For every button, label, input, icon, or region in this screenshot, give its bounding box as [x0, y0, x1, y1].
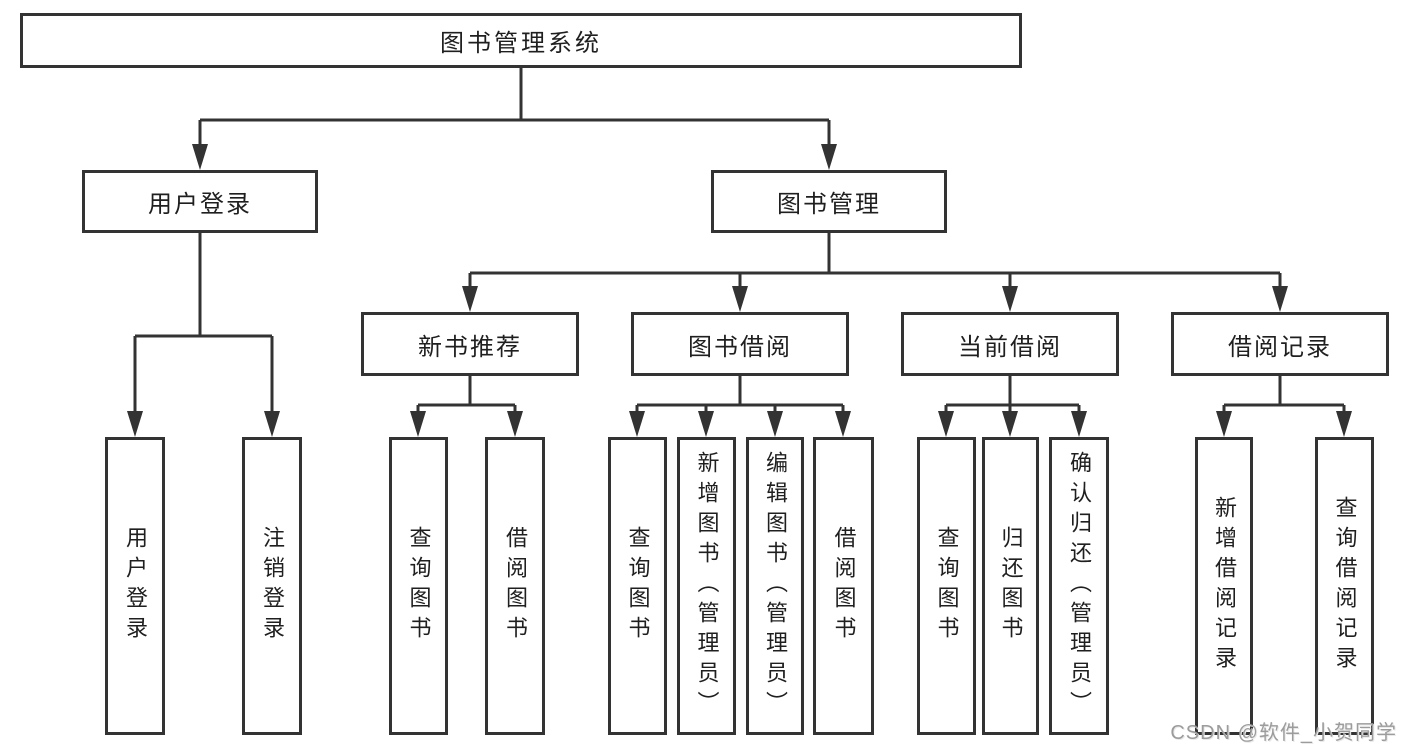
leaf-query-books-current-label: 查询图书 [934, 526, 960, 646]
leaf-query-borrow-record-label: 查询借阅记录 [1332, 496, 1358, 676]
leaf-query-books-current: 查询图书 [917, 437, 976, 735]
arrowhead-icon [938, 411, 954, 437]
leaf-add-borrow-record: 新增借阅记录 [1195, 437, 1253, 735]
leaf-borrow-books-label: 借阅图书 [831, 526, 857, 646]
arrowhead-icon [767, 411, 783, 437]
leaf-query-borrow-record: 查询借阅记录 [1315, 437, 1374, 735]
node-book-borrowing-label: 图书借阅 [688, 333, 792, 361]
connector-book-management-to-level3 [462, 233, 1288, 312]
arrowhead-icon [410, 411, 426, 437]
node-new-book-recommend: 新书推荐 [361, 312, 579, 376]
node-current-borrowing-label: 当前借阅 [958, 333, 1062, 361]
leaf-return-books-label: 归还图书 [998, 526, 1024, 646]
arrowhead-icon [1216, 411, 1232, 437]
leaf-edit-book-admin: 编辑图书（管理员） [746, 437, 804, 735]
node-user-login-label: 用户登录 [148, 191, 252, 218]
node-current-borrowing: 当前借阅 [901, 312, 1119, 376]
arrowhead-icon [1002, 286, 1018, 312]
arrowhead-icon [835, 411, 851, 437]
arrowhead-icon [732, 286, 748, 312]
leaf-query-books-borrow-label: 查询图书 [625, 526, 651, 646]
connector-root-to-level2 [192, 68, 837, 170]
node-book-management-label: 图书管理 [777, 191, 881, 218]
arrowhead-icon [507, 411, 523, 437]
arrowhead-icon [629, 411, 645, 437]
node-root: 图书管理系统 [20, 13, 1022, 68]
arrowhead-icon [821, 144, 837, 170]
arrowhead-icon [698, 411, 714, 437]
arrowhead-icon [1002, 411, 1018, 437]
leaf-borrow-books: 借阅图书 [813, 437, 874, 735]
leaf-confirm-return-admin-label: 确认归还（管理员） [1067, 451, 1092, 721]
node-book-management: 图书管理 [711, 170, 947, 233]
arrowhead-icon [1272, 286, 1288, 312]
arrowhead-icon [462, 286, 478, 312]
connector-borrow-records-to-leaves [1216, 376, 1352, 437]
arrowhead-icon [1071, 411, 1087, 437]
arrowhead-icon [192, 144, 208, 170]
leaf-add-borrow-record-label: 新增借阅记录 [1212, 496, 1237, 676]
connector-book-borrowing-to-leaves [629, 376, 851, 437]
node-borrow-records: 借阅记录 [1171, 312, 1389, 376]
leaf-return-books: 归还图书 [982, 437, 1039, 735]
watermark: CSDN @软件_小贺同学 [1170, 722, 1397, 744]
node-new-book-recommend-label: 新书推荐 [418, 333, 522, 361]
connector-new-book-to-leaves [410, 376, 523, 437]
leaf-add-book-admin-label: 新增图书（管理员） [694, 451, 720, 721]
leaf-add-book-admin: 新增图书（管理员） [677, 437, 736, 735]
node-borrow-records-label: 借阅记录 [1228, 333, 1332, 361]
node-root-label: 图书管理系统 [440, 30, 602, 57]
connector-user-login-to-leaves [127, 233, 280, 437]
node-book-borrowing: 图书借阅 [631, 312, 849, 376]
arrowhead-icon [127, 411, 143, 437]
leaf-logout: 注销登录 [242, 437, 302, 735]
connector-current-borrowing-to-leaves [938, 376, 1087, 437]
leaf-user-login: 用户登录 [105, 437, 165, 735]
leaf-edit-book-admin-label: 编辑图书（管理员） [763, 451, 788, 721]
arrowhead-icon [1336, 411, 1352, 437]
leaf-borrow-books-recommend-label: 借阅图书 [503, 526, 528, 646]
node-user-login: 用户登录 [82, 170, 318, 233]
leaf-logout-label: 注销登录 [260, 526, 285, 646]
leaf-query-books-recommend: 查询图书 [389, 437, 448, 735]
leaf-query-books-recommend-label: 查询图书 [406, 526, 432, 646]
leaf-query-books-borrow: 查询图书 [608, 437, 667, 735]
arrowhead-icon [264, 411, 280, 437]
leaf-borrow-books-recommend: 借阅图书 [485, 437, 545, 735]
leaf-user-login-label: 用户登录 [123, 526, 148, 646]
leaf-confirm-return-admin: 确认归还（管理员） [1049, 437, 1109, 735]
